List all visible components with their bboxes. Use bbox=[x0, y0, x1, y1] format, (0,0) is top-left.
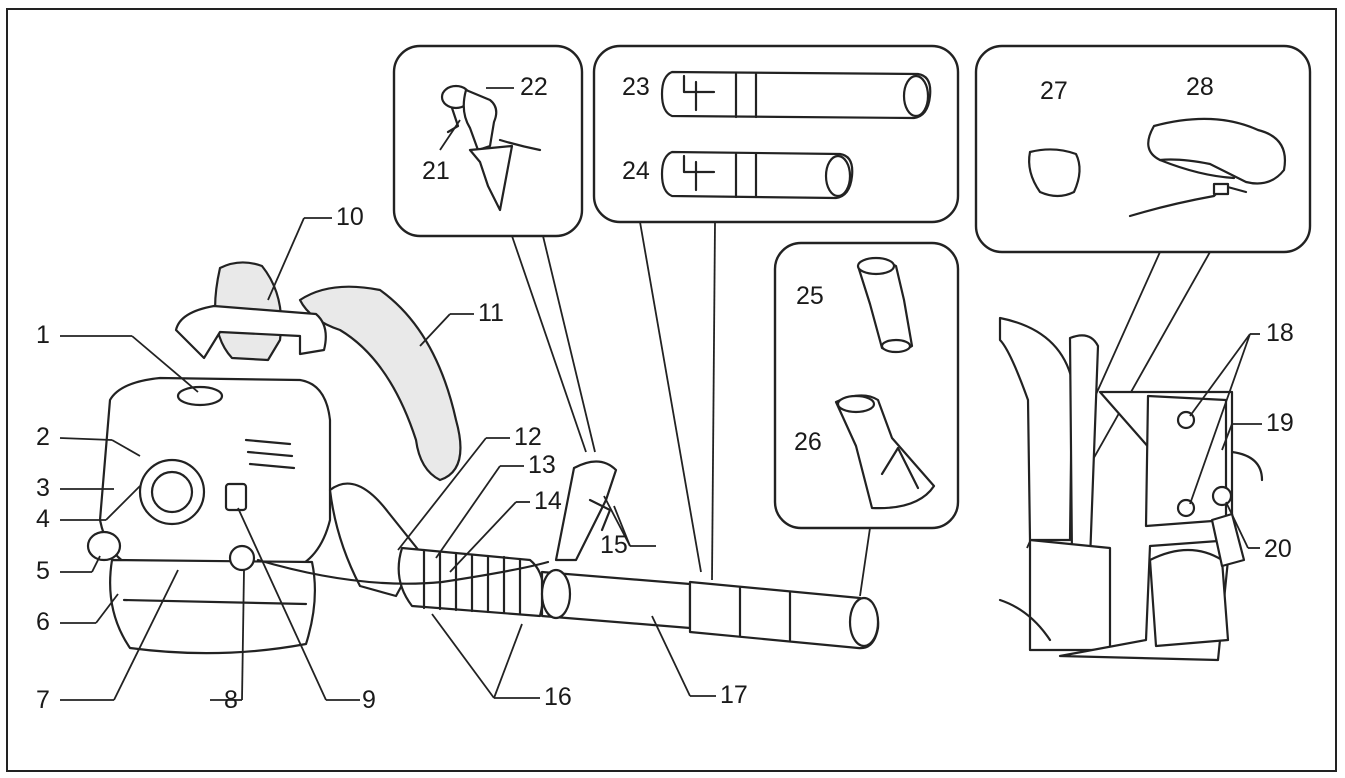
callout-3: 3 bbox=[36, 474, 50, 502]
throttle-grip-drawing bbox=[440, 84, 542, 212]
nozzle-26-drawing bbox=[834, 394, 936, 510]
blower-pipe-drawing bbox=[256, 460, 880, 650]
callout-4: 4 bbox=[36, 505, 50, 533]
callout-23: 23 bbox=[622, 73, 650, 101]
figure-frame bbox=[6, 8, 1337, 772]
leader-lines bbox=[59, 87, 1262, 701]
callout-27: 27 bbox=[1040, 77, 1068, 105]
side-view-drawing bbox=[998, 316, 1264, 662]
inset-box-accessories bbox=[974, 44, 1312, 254]
inset-pointer bbox=[511, 235, 587, 453]
callout-22: 22 bbox=[520, 73, 548, 101]
pipe-24-drawing bbox=[660, 150, 854, 200]
callout-20: 20 bbox=[1264, 535, 1292, 563]
harness-28-drawing bbox=[1128, 117, 1287, 218]
callout-25: 25 bbox=[796, 282, 824, 310]
callout-7: 7 bbox=[36, 686, 50, 714]
backpack-frame-drawing bbox=[86, 261, 462, 655]
callout-1: 1 bbox=[36, 321, 50, 349]
inset-box-nozzles bbox=[773, 241, 960, 530]
callout-5: 5 bbox=[36, 557, 50, 585]
callout-9: 9 bbox=[362, 686, 376, 714]
callout-17: 17 bbox=[720, 681, 748, 709]
nozzle-25-drawing bbox=[856, 256, 914, 354]
pipe-23-drawing bbox=[660, 70, 932, 120]
callout-28: 28 bbox=[1186, 73, 1214, 101]
callout-11: 11 bbox=[478, 299, 504, 327]
inset-pointer bbox=[859, 527, 871, 597]
callout-26: 26 bbox=[794, 428, 822, 456]
callout-18: 18 bbox=[1266, 319, 1294, 347]
callout-21: 21 bbox=[422, 157, 450, 185]
callout-16: 16 bbox=[544, 683, 572, 711]
inset-pointer bbox=[711, 221, 716, 581]
callout-12: 12 bbox=[514, 423, 542, 451]
callout-14: 14 bbox=[534, 487, 562, 515]
inset-pointer bbox=[542, 235, 596, 453]
callout-10: 10 bbox=[336, 203, 364, 231]
callout-19: 19 bbox=[1266, 409, 1294, 437]
callout-2: 2 bbox=[36, 423, 50, 451]
callout-15: 15 bbox=[600, 531, 628, 559]
callout-6: 6 bbox=[36, 608, 50, 636]
callout-8: 8 bbox=[224, 686, 238, 714]
accessory-27-drawing bbox=[1028, 148, 1081, 198]
inset-pointer bbox=[639, 221, 702, 573]
callout-24: 24 bbox=[622, 157, 650, 185]
callout-13: 13 bbox=[528, 451, 556, 479]
